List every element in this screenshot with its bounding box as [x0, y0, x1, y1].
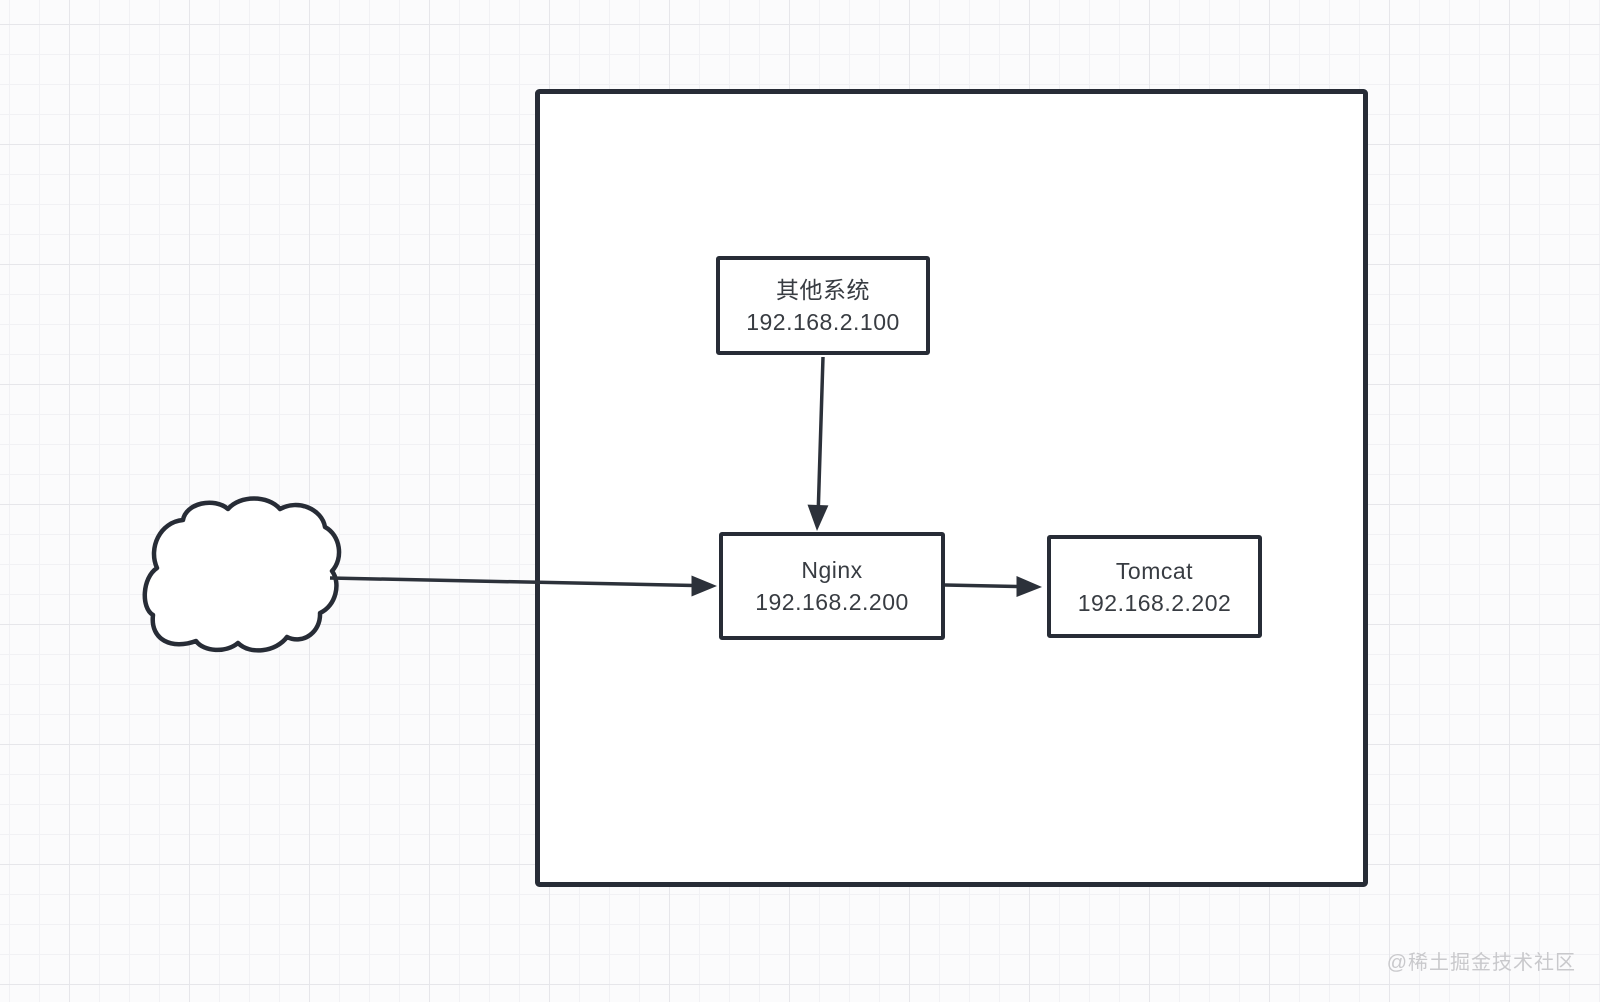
arrow-other-system-to-nginx: [807, 356, 829, 531]
node-nginx: Nginx 192.168.2.200: [719, 532, 945, 640]
internet-cloud-shape: [142, 496, 342, 653]
node-tomcat-ip: 192.168.2.202: [1077, 589, 1232, 616]
arrow-cloud-to-nginx: [329, 575, 717, 597]
watermark-text: @稀土掘金技术社区: [1386, 952, 1576, 974]
node-other-system: 其他系统 192.168.2.100: [716, 256, 930, 355]
network-boundary-box: [535, 89, 1368, 887]
node-tomcat-label: Tomcat: [1115, 557, 1194, 584]
node-other-system-label: 其他系统: [776, 276, 870, 303]
node-nginx-label: Nginx: [801, 557, 863, 583]
node-nginx-ip: 192.168.2.200: [755, 589, 909, 615]
node-tomcat: Tomcat 192.168.2.202: [1047, 535, 1262, 638]
arrow-nginx-to-tomcat: [944, 576, 1042, 597]
node-other-system-ip: 192.168.2.100: [746, 308, 900, 335]
